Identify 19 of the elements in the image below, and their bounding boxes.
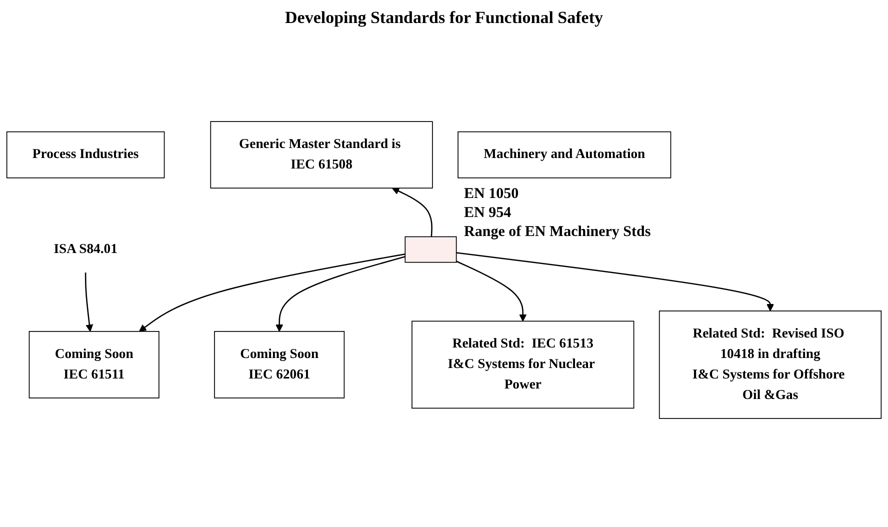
node-text: ISA S84.01	[54, 242, 118, 256]
arrow	[456, 252, 774, 312]
node-box: Machinery and Automation	[458, 131, 672, 178]
node-box: Coming Soon IEC 61511	[28, 331, 160, 398]
arrow	[392, 188, 432, 237]
standard-note: EN 954	[464, 204, 512, 222]
arrow	[276, 256, 406, 332]
node-box: Related Std: IEC 61513 I&C Systems for Nuclear Power	[412, 320, 634, 409]
diagram-title: Developing Standards for Functional Safety	[284, 8, 604, 28]
node-box: Coming Soon IEC 62061	[214, 331, 345, 398]
node-box: Related Std: Revised ISO 10418 in drafting I&C Systems for Offshore Oil &Gas	[658, 310, 882, 419]
arrow	[138, 253, 406, 332]
node-box: Process Industries	[6, 131, 165, 178]
standard-note: Range of EN Machinery Stds	[464, 224, 651, 241]
standard-note: EN 1050	[464, 186, 520, 203]
node-box: Generic Master Standard is IEC 61508	[210, 121, 433, 189]
node-box	[404, 236, 457, 263]
arrow	[84, 272, 94, 332]
arrow	[456, 260, 527, 322]
